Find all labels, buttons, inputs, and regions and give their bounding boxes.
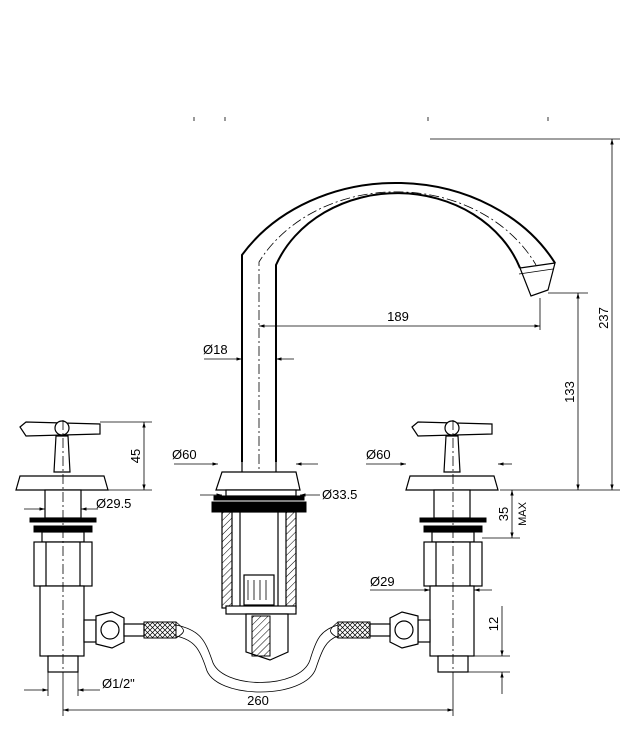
dim-valve-diameter-label: Ø29 bbox=[370, 574, 395, 589]
dim-deck-max: 35 MAX bbox=[482, 490, 529, 539]
top-ticks bbox=[193, 117, 549, 121]
dim-spout-height: 133 bbox=[548, 292, 588, 490]
dim-deck-max-label: 35 bbox=[496, 507, 511, 521]
dim-total-height-label: 237 bbox=[596, 307, 611, 329]
dim-spout-base-label: Ø33.5 bbox=[322, 487, 357, 502]
right-valve bbox=[330, 420, 499, 680]
dim-thread-label: Ø1/2" bbox=[102, 676, 135, 691]
left-handle-base bbox=[15, 475, 109, 491]
dim-deck-max-note: MAX bbox=[517, 501, 529, 526]
dim-spout-base: Ø33.5 bbox=[200, 487, 357, 502]
flexible-hoses bbox=[175, 624, 339, 693]
dim-spout-diameter: Ø18 bbox=[203, 342, 294, 361]
dim-connector-length-label: 12 bbox=[486, 617, 501, 631]
dim-base-right: Ø60 bbox=[366, 447, 512, 466]
dim-centre-spread: 260 bbox=[62, 680, 454, 716]
spout-aerator bbox=[519, 262, 556, 297]
dim-spout-height-label: 133 bbox=[562, 381, 577, 403]
dim-centre-spread-label: 260 bbox=[247, 693, 269, 708]
dim-valve-diameter: Ø29 bbox=[370, 574, 492, 592]
left-valve bbox=[15, 420, 184, 680]
spout-base bbox=[211, 462, 307, 661]
dim-thread: Ø1/2" bbox=[24, 672, 135, 696]
dim-spout-reach: 189 bbox=[259, 298, 541, 330]
dim-handle-height: 45 bbox=[100, 421, 152, 491]
dim-connector-length: 12 bbox=[468, 606, 510, 694]
dim-base-left: Ø60 bbox=[172, 447, 318, 466]
dim-stem-diameter: Ø29.5 bbox=[24, 496, 131, 511]
dim-stem-diameter-label: Ø29.5 bbox=[96, 496, 131, 511]
dim-spout-diameter-label: Ø18 bbox=[203, 342, 228, 357]
dim-base-right-label: Ø60 bbox=[366, 447, 391, 462]
spout bbox=[241, 182, 556, 500]
dim-handle-height-label: 45 bbox=[128, 449, 143, 463]
dim-total-height: 237 bbox=[430, 138, 620, 491]
right-handle-base bbox=[405, 475, 499, 491]
dim-spout-reach-label: 189 bbox=[387, 309, 409, 324]
dim-base-left-label: Ø60 bbox=[172, 447, 197, 462]
